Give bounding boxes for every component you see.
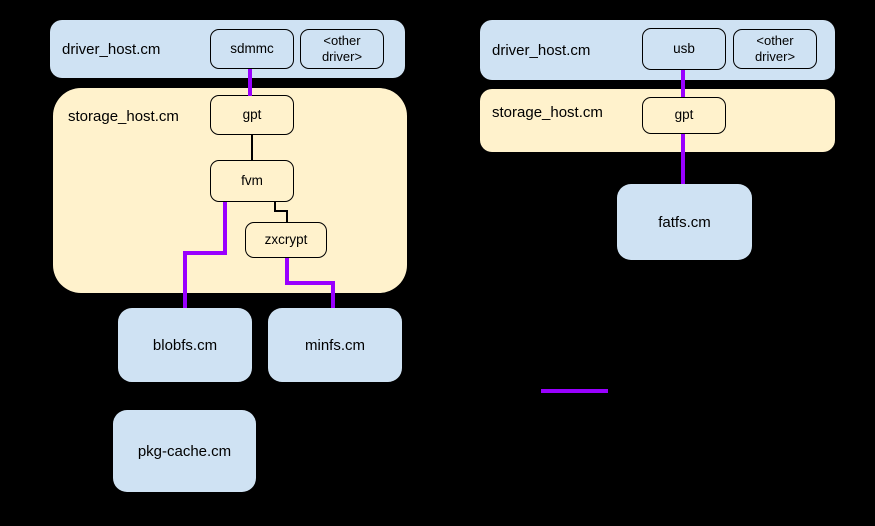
left-other-driver-node: <other driver> (300, 29, 384, 69)
left-fvm-label: fvm (241, 172, 263, 188)
left-storage-host-label: storage_host.cm (68, 108, 179, 125)
channel-zxcrypt-minfs-v1 (285, 258, 289, 285)
channel-zxcrypt-minfs-h (285, 281, 335, 285)
connector-gpt-fvm (251, 135, 253, 161)
left-other-driver-label: <other driver> (321, 33, 363, 64)
blobfs-component: blobfs.cm (118, 308, 252, 382)
pkg-cache-component: pkg-cache.cm (113, 410, 256, 492)
fatfs-label: fatfs.cm (658, 213, 711, 231)
connector-fvm-zxcrypt-v2 (286, 210, 288, 223)
left-storage-host-box: storage_host.cm gpt fvm zxcrypt (53, 88, 407, 293)
left-driver-host-label: driver_host.cm (62, 41, 161, 58)
minfs-component: minfs.cm (268, 308, 402, 382)
channel-sdmmc-gpt (248, 69, 252, 96)
left-driver-host-box: driver_host.cm sdmmc <other driver> (50, 20, 405, 78)
left-sdmmc-label: sdmmc (230, 40, 274, 56)
left-sdmmc-node: sdmmc (210, 29, 294, 69)
channel-fvm-blobfs-v1 (223, 202, 227, 255)
pkg-cache-label: pkg-cache.cm (137, 442, 232, 460)
left-fvm-node: fvm (210, 160, 294, 202)
right-usb-label: usb (673, 40, 695, 56)
channel-gpt-fatfs (681, 134, 685, 184)
blobfs-label: blobfs.cm (152, 336, 218, 354)
right-other-driver-label: <other driver> (754, 33, 796, 64)
channel-zxcrypt-minfs-v2 (331, 281, 335, 309)
channel-fvm-blobfs-h (183, 251, 227, 255)
left-zxcrypt-label: zxcrypt (264, 231, 308, 247)
connector-fvm-zxcrypt-v1 (274, 201, 276, 212)
channel-fvm-blobfs-v2 (183, 251, 187, 309)
right-driver-host-label: driver_host.cm (492, 42, 591, 59)
right-gpt-label: gpt (674, 107, 694, 123)
right-usb-node: usb (642, 28, 726, 70)
right-storage-host-label: storage_host.cm (492, 104, 603, 121)
connector-fvm-zxcrypt-h (274, 210, 288, 212)
right-storage-host-box: storage_host.cm gpt (480, 89, 835, 152)
right-gpt-node: gpt (642, 97, 726, 134)
minfs-label: minfs.cm (305, 336, 365, 354)
left-gpt-label: gpt (242, 106, 262, 122)
fatfs-component: fatfs.cm (617, 184, 752, 260)
legend-channel-line (541, 389, 608, 393)
left-zxcrypt-node: zxcrypt (245, 222, 327, 258)
right-other-driver-node: <other driver> (733, 29, 817, 69)
right-driver-host-box: driver_host.cm usb <other driver> (480, 20, 835, 80)
channel-usb-gpt (681, 70, 685, 97)
left-gpt-node: gpt (210, 95, 294, 135)
